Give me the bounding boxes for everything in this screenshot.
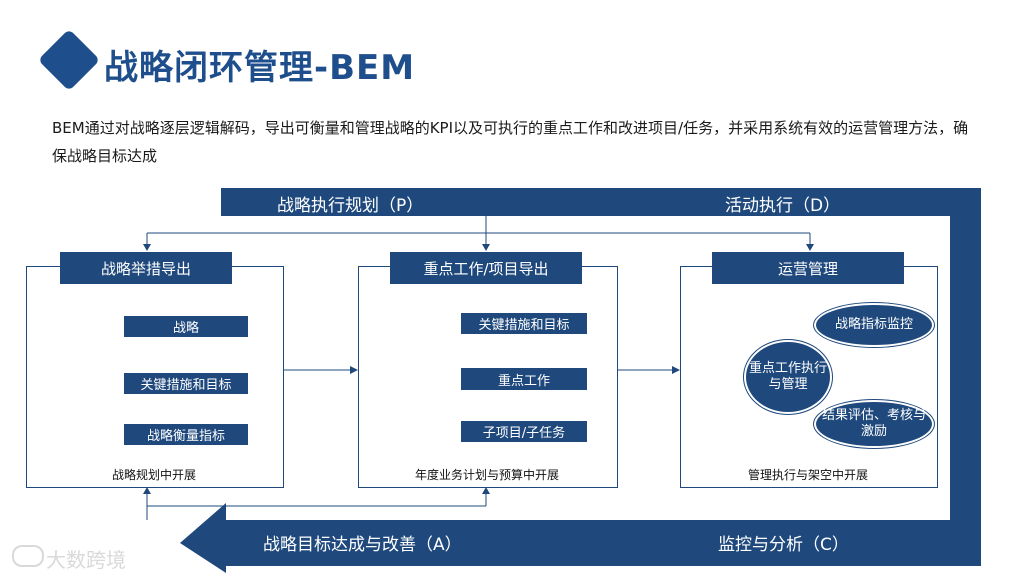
panel3-arrow-text: 运营体系构筑 xyxy=(707,327,721,412)
bottom-banner-arrow xyxy=(180,503,981,573)
cycle-monitoring: 战略指标监控 xyxy=(814,303,934,347)
panel2-node-key-measures: 关键措施和目标 xyxy=(461,313,587,334)
panel1-header: 战略举措导出 xyxy=(60,252,232,284)
banner-act-label: 战略目标达成与改善（A） xyxy=(263,535,462,555)
panel1-node-key-measures: 关键措施和目标 xyxy=(124,373,248,394)
banner-plan-label: 战略执行规划（P） xyxy=(277,196,424,216)
cycle-execution: 重点工作执行与管理 xyxy=(744,340,832,414)
panel2-to-panel3-arrowhead xyxy=(672,366,680,374)
panel1-caption: 战略规划中开展 xyxy=(111,468,196,482)
watermark-logo-icon xyxy=(12,545,44,567)
loop-right-bar xyxy=(950,188,981,520)
panel1-arrow-text: 战略衡量体系构筑 xyxy=(72,316,86,429)
panel1-node-strategy: 战略 xyxy=(124,316,248,337)
banner-check-label: 监控与分析（C） xyxy=(718,535,849,555)
panel2-arrow-text: 项目导出体系构筑 xyxy=(410,314,424,427)
top-banner-bar xyxy=(221,188,981,216)
cycle-evaluation: 结果评估、考核与激励 xyxy=(814,400,934,448)
arrowhead-panel2 xyxy=(482,244,490,251)
panel1-to-panel2-arrowhead xyxy=(350,366,358,374)
panel2-caption: 年度业务计划与预算中开展 xyxy=(414,468,559,482)
watermark: 大数跨境 xyxy=(46,548,126,572)
panel3-caption: 管理执行与架空中开展 xyxy=(747,468,868,482)
panel2-node-key-work: 重点工作 xyxy=(461,368,587,390)
banner-do-label: 活动执行（D） xyxy=(725,196,841,216)
arrowhead-panel1 xyxy=(143,244,151,251)
arrowhead-panel3 xyxy=(806,244,814,251)
panel2-node-subprojects: 子项目/子任务 xyxy=(461,421,587,442)
description: BEM通过对战略逐层逻辑解码，导出可衡量和管理战略的KPI以及可执行的重点工作和… xyxy=(52,119,969,165)
panel1-node-metrics: 战略衡量指标 xyxy=(124,424,248,445)
panel2-header: 重点工作/项目导出 xyxy=(390,252,582,284)
panel3-header: 运营管理 xyxy=(712,252,904,284)
page-title: 战略闭环管理-BEM xyxy=(104,48,416,88)
